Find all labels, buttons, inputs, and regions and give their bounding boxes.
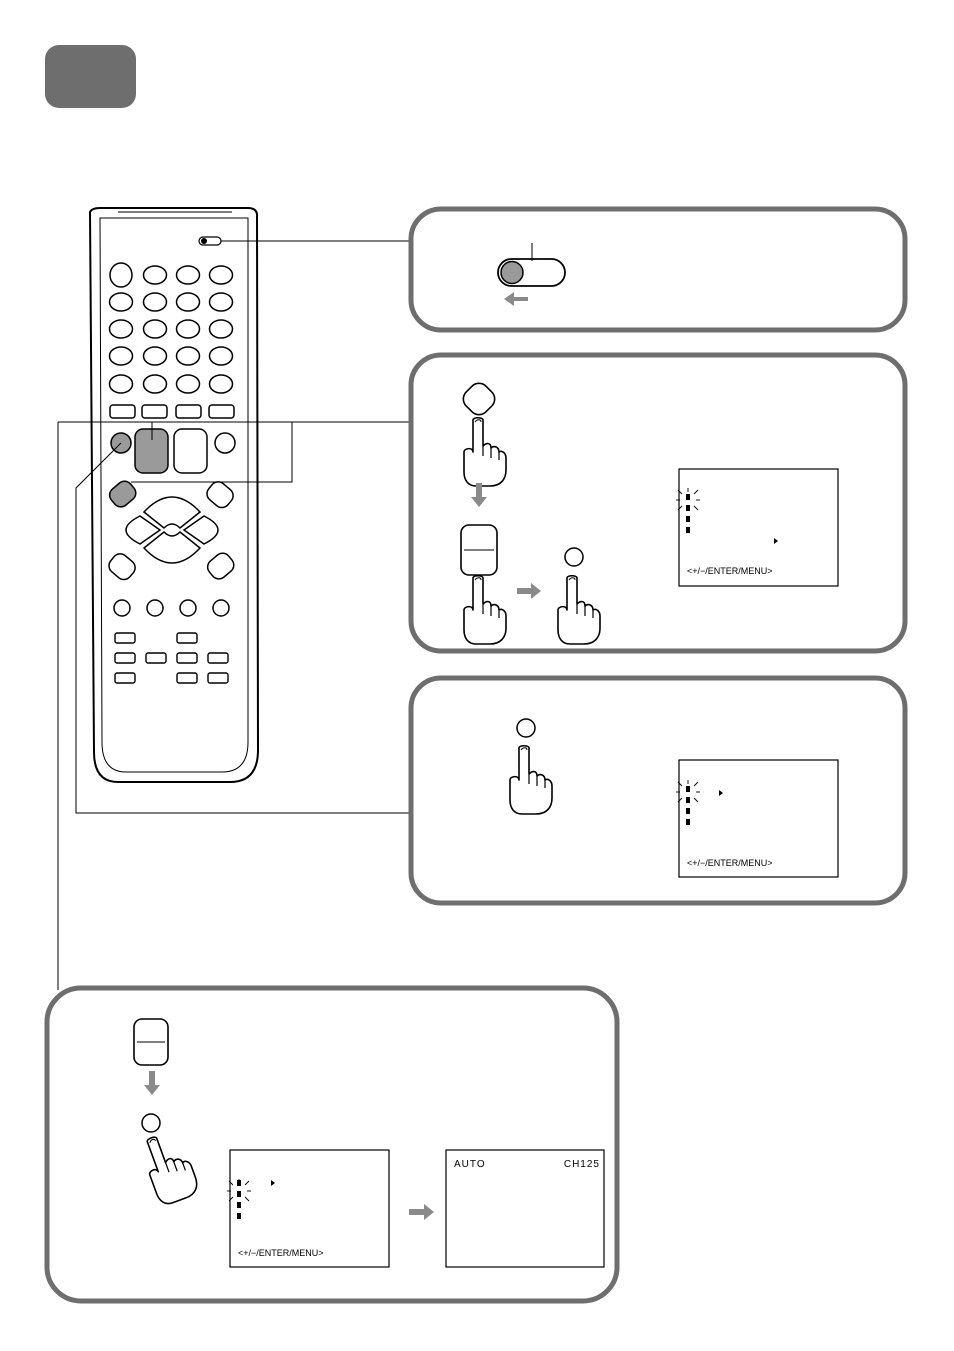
page-badge xyxy=(45,45,136,108)
function-buttons-row[interactable] xyxy=(109,404,235,419)
number-button[interactable] xyxy=(175,374,201,394)
osd-mode-label: AUTO xyxy=(454,1159,486,1170)
remote-enter-button[interactable] xyxy=(106,478,139,510)
number-button[interactable] xyxy=(208,346,234,366)
step1-panel xyxy=(408,206,908,333)
menu-button-icon xyxy=(462,382,496,416)
enter-button-icon xyxy=(564,547,584,567)
remote-round-button[interactable] xyxy=(214,432,236,454)
right-arrow-icon xyxy=(517,583,541,599)
tv-screen-step3: <+/−/ENTER/MENU> xyxy=(675,759,839,878)
remote-small-buttons[interactable] xyxy=(113,599,230,617)
remote-control xyxy=(88,207,260,783)
number-button[interactable] xyxy=(108,346,134,366)
number-button[interactable] xyxy=(175,319,201,339)
number-button[interactable] xyxy=(109,262,133,288)
mode-switch-illustration xyxy=(497,243,566,287)
number-button[interactable] xyxy=(208,265,234,285)
osd-channel-label: CH125 xyxy=(564,1159,600,1170)
osd-footer: <+/−/ENTER/MENU> xyxy=(687,858,773,868)
number-button[interactable] xyxy=(208,319,234,339)
osd-footer: <+/−/ENTER/MENU> xyxy=(687,566,773,576)
number-button[interactable] xyxy=(142,346,168,366)
tv-screen-step4b: AUTO CH125 xyxy=(445,1149,605,1268)
number-button[interactable] xyxy=(142,292,168,312)
remote-channel-button[interactable] xyxy=(173,428,208,474)
down-arrow-icon xyxy=(471,483,487,507)
slide-left-arrow-icon xyxy=(504,292,528,306)
number-button[interactable] xyxy=(142,374,168,394)
tv-screen-step2: <+/−/ENTER/MENU> xyxy=(675,468,839,587)
remote-bottom-keys[interactable] xyxy=(114,632,229,684)
number-button[interactable] xyxy=(175,265,201,285)
number-button[interactable] xyxy=(108,319,134,339)
number-button[interactable] xyxy=(108,374,134,394)
number-button[interactable] xyxy=(108,292,134,312)
number-button[interactable] xyxy=(175,346,201,366)
down-arrow-icon-2 xyxy=(144,1071,160,1095)
enter-button-icon-2 xyxy=(516,718,536,738)
number-button[interactable] xyxy=(208,374,234,394)
enter-button-icon-3 xyxy=(141,1113,161,1133)
right-arrow-icon-2 xyxy=(409,1204,434,1220)
number-button[interactable] xyxy=(142,319,168,339)
osd-footer: <+/−/ENTER/MENU> xyxy=(238,1248,324,1258)
number-buttons[interactable] xyxy=(108,262,234,394)
number-button[interactable] xyxy=(175,292,201,312)
tv-screen-step4a: <+/−/ENTER/MENU> xyxy=(226,1149,390,1268)
number-button[interactable] xyxy=(142,265,168,285)
connector-lines xyxy=(57,240,410,990)
number-button[interactable] xyxy=(208,292,234,312)
remote-dpad[interactable] xyxy=(125,496,219,564)
